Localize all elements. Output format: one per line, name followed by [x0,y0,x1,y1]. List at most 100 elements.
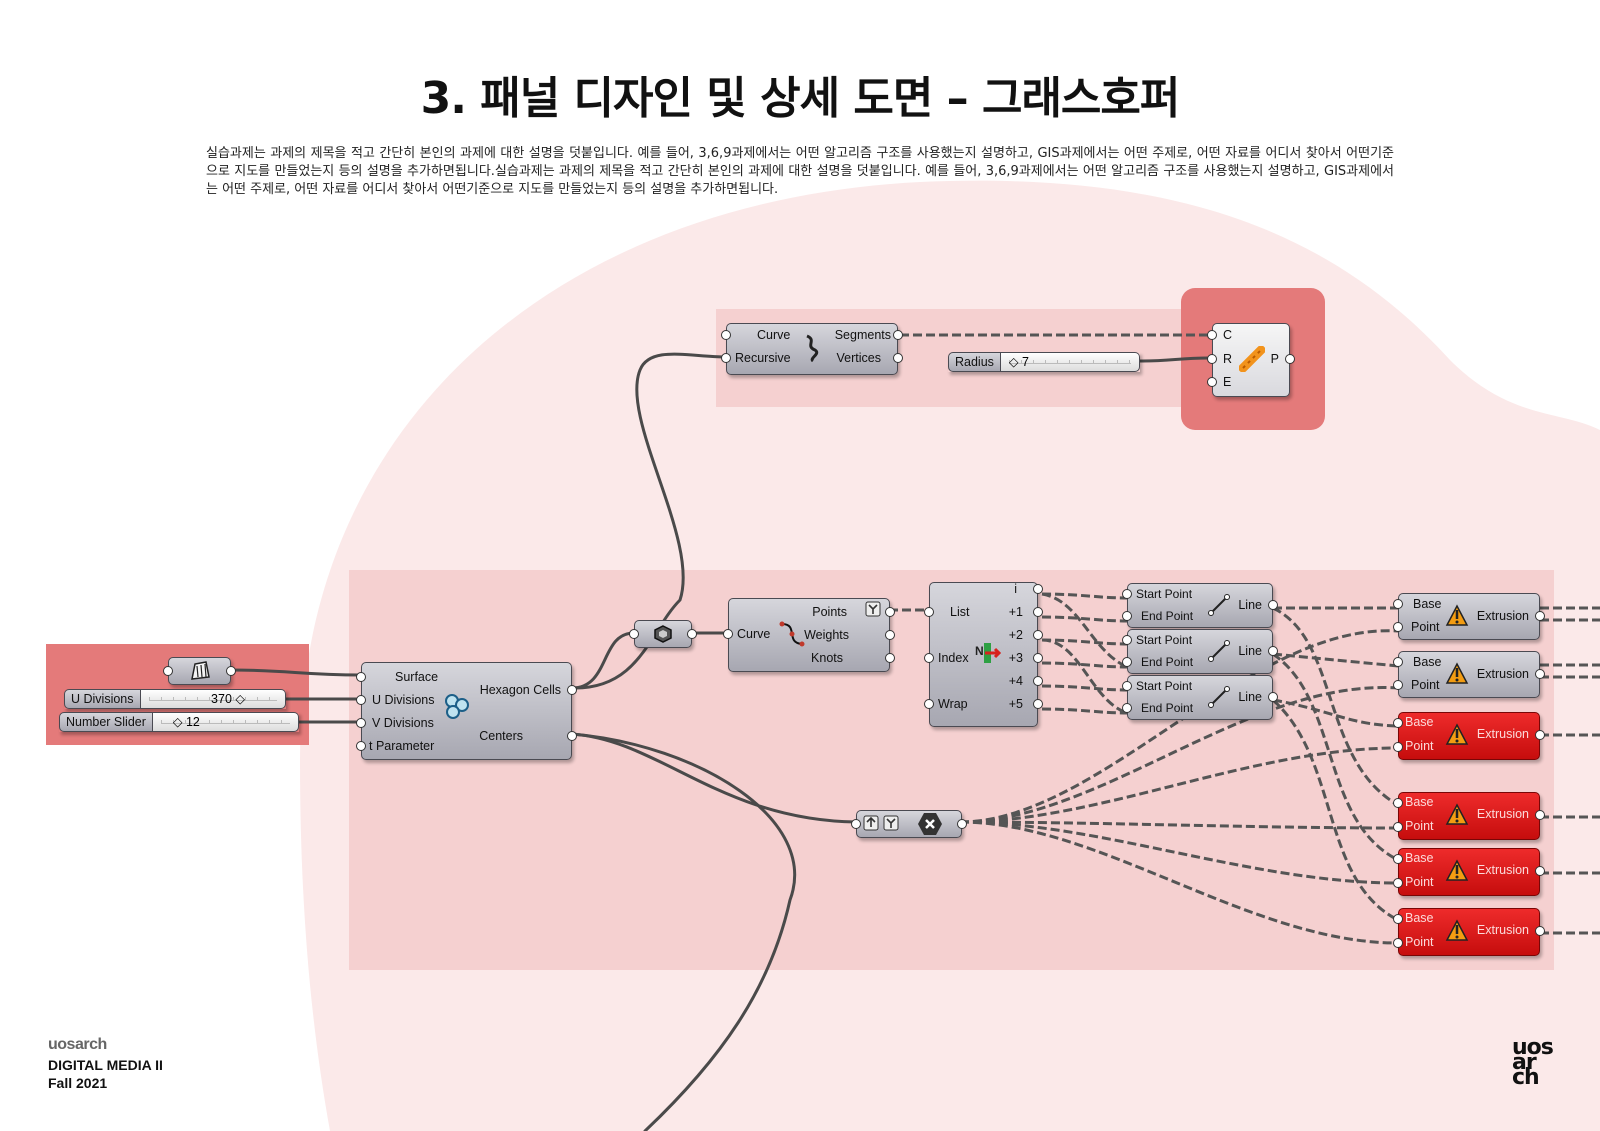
port-in[interactable] [721,353,731,363]
input-label: Base [1405,795,1434,809]
port-out[interactable] [226,666,236,676]
input-label: Start Point [1136,679,1193,693]
port-out[interactable] [1033,653,1043,663]
curve-param-node[interactable] [629,620,697,648]
port-out[interactable] [885,607,895,617]
port-in[interactable] [163,666,173,676]
data-tree-node[interactable] [851,810,967,838]
port-in[interactable] [1393,718,1403,728]
port-out[interactable] [1535,810,1545,820]
input-label: Base [1405,715,1434,729]
slider-track[interactable]: ◇ 7 [1000,352,1140,372]
hexagon-icon [445,694,469,719]
port-in[interactable] [1207,354,1217,364]
extrusion-node-error[interactable]: Base Point Extrusion [1393,792,1545,840]
port-in[interactable] [356,718,366,728]
port-in[interactable] [1393,742,1403,752]
port-in[interactable] [1122,611,1132,621]
line-node[interactable]: Start Point End Point Line [1122,583,1278,628]
port-out[interactable] [567,685,577,695]
port-out[interactable] [1285,354,1295,364]
graft-flag-icon [865,601,881,617]
u-divisions-slider[interactable]: U Divisions 370 ◇ [64,689,286,709]
port-in[interactable] [1393,914,1403,924]
output-label: Segments [834,328,891,342]
port-in[interactable] [1207,377,1217,387]
port-out[interactable] [1268,646,1278,656]
port-out[interactable] [893,353,903,363]
port-out[interactable] [1535,926,1545,936]
port-in[interactable] [1393,854,1403,864]
explode-node[interactable]: Curve Recursive Segments Vertices [721,323,903,375]
radius-slider[interactable]: Radius ◇ 7 [948,352,1140,372]
port-out[interactable] [893,330,903,340]
port-out[interactable] [1268,692,1278,702]
input-label: Point [1405,935,1434,949]
port-in[interactable] [851,819,861,829]
output-label: Extrusion [1476,667,1529,681]
description-text: 실습과제는 과제의 제목을 적고 간단히 본인의 과제에 대한 설명을 덧붙입니… [206,146,1394,197]
pipe-icon [1239,346,1265,372]
port-in[interactable] [1393,622,1403,632]
course-term: Fall 2021 [48,1075,108,1091]
port-out[interactable] [1033,630,1043,640]
extrusion-node-error[interactable]: Base Point Extrusion [1393,712,1545,760]
port-in[interactable] [1393,878,1403,888]
port-in[interactable] [1122,657,1132,667]
port-out[interactable] [1535,730,1545,740]
graft-flag-icon [883,815,899,831]
port-in[interactable] [1393,822,1403,832]
port-in[interactable] [1122,589,1132,599]
input-label: Curve [737,627,771,641]
cre-node[interactable]: C R E P [1207,323,1295,397]
port-in[interactable] [356,672,366,682]
port-in[interactable] [723,629,733,639]
control-points-node[interactable]: Curve Points Weights Knots [723,598,895,672]
port-in[interactable] [1122,681,1132,691]
input-label: End Point [1141,655,1194,669]
port-in[interactable] [1122,703,1132,713]
port-in[interactable] [721,330,731,340]
port-in[interactable] [924,653,934,663]
port-in[interactable] [629,629,639,639]
port-out[interactable] [1535,669,1545,679]
port-out[interactable] [1033,607,1043,617]
port-out[interactable] [885,653,895,663]
port-out[interactable] [1033,584,1043,594]
slider-name: U Divisions [64,689,141,709]
port-in[interactable] [1122,635,1132,645]
shift-list-node[interactable]: List Index Wrap i +1 +2 +3 +4 +5 N [924,582,1043,727]
port-out[interactable] [1535,611,1545,621]
extrusion-node-error[interactable]: Base Point Extrusion [1393,908,1545,956]
port-out[interactable] [1033,676,1043,686]
port-out[interactable] [1033,699,1043,709]
port-in[interactable] [1393,657,1403,667]
surface-param-node[interactable] [163,657,236,685]
port-in[interactable] [1393,938,1403,948]
extrusion-icon [1445,803,1469,825]
port-out[interactable] [1268,600,1278,610]
line-node[interactable]: Start Point End Point Line [1122,675,1278,720]
extrusion-node-error[interactable]: Base Point Extrusion [1393,848,1545,896]
port-in[interactable] [1393,599,1403,609]
input-label: Point [1405,819,1434,833]
port-in[interactable] [1207,330,1217,340]
extrusion-node[interactable]: Base Point Extrusion [1393,593,1545,640]
port-out[interactable] [687,629,697,639]
port-in[interactable] [356,741,366,751]
port-in[interactable] [1393,798,1403,808]
line-node[interactable]: Start Point End Point Line [1122,629,1278,674]
hexagon-cells-node[interactable]: Surface U Divisions V Divisions t Parame… [356,662,577,760]
slider-track[interactable]: ◇ 12 [152,712,299,732]
port-out[interactable] [1535,866,1545,876]
port-in[interactable] [924,699,934,709]
port-in[interactable] [924,607,934,617]
port-out[interactable] [567,731,577,741]
port-out[interactable] [957,819,967,829]
extrusion-node[interactable]: Base Point Extrusion [1393,651,1545,698]
port-out[interactable] [885,630,895,640]
port-in[interactable] [356,695,366,705]
number-slider[interactable]: Number Slider ◇ 12 [59,712,299,732]
port-in[interactable] [1393,680,1403,690]
slider-track[interactable]: 370 ◇ [140,689,286,709]
